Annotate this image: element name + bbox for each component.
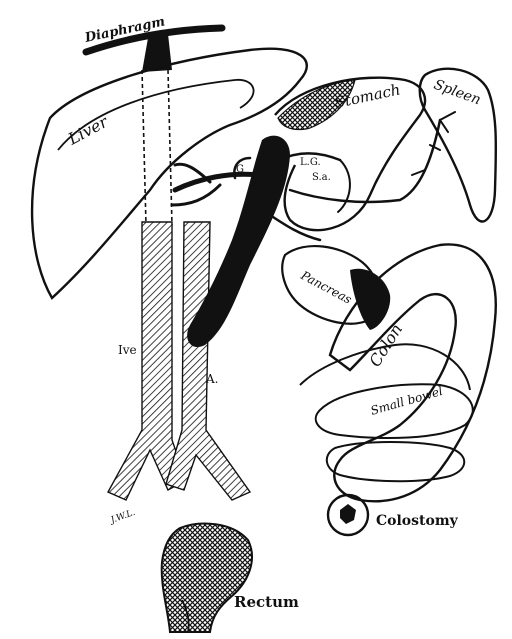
label-left-gastric: L.G. — [300, 157, 321, 168]
label-liver: Liver — [64, 111, 112, 149]
rectum-stump — [162, 524, 252, 632]
label-pancreas: Pancreas — [298, 268, 354, 307]
label-colostomy: Colostomy — [376, 513, 459, 529]
label-initials: J.W.L. — [108, 508, 137, 527]
label-ivc: Ive — [118, 343, 137, 357]
label-aorta: A. — [205, 372, 218, 386]
label-gastric: G — [236, 164, 244, 175]
label-spleen: Spleen — [432, 77, 483, 109]
label-splenic-artery: S.a. — [312, 172, 331, 183]
label-small-bowel: Small bowel — [369, 384, 444, 418]
label-rectum: Rectum — [234, 593, 299, 611]
small-bowel-loop-2 — [327, 442, 464, 481]
pancreas-tail-shading — [350, 269, 390, 330]
label-renal: Re — [245, 222, 259, 233]
colostomy-center — [340, 504, 356, 524]
